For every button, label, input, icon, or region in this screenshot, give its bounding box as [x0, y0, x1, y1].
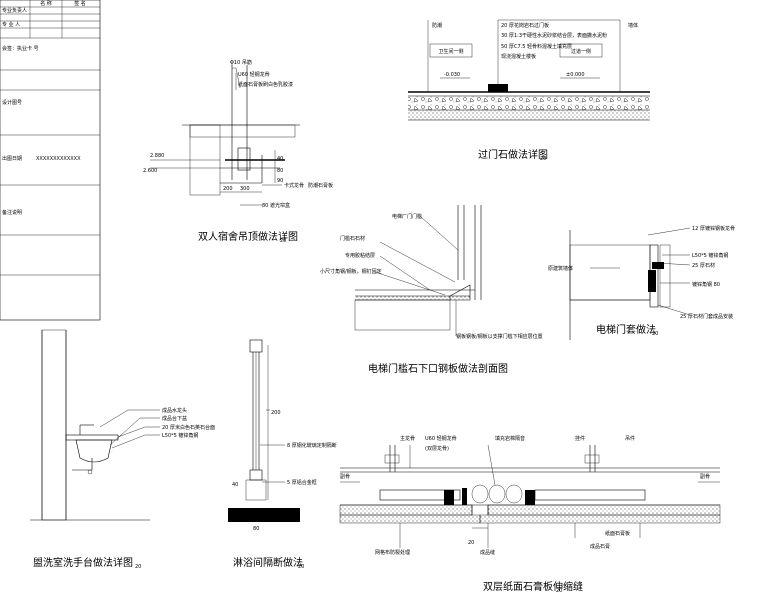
elevator-frame-title: 电梯门套做法 [596, 323, 656, 336]
detail-expansion-joint: 主龙骨 U60 轻钢龙骨 (双层龙骨) 填充岩棉隔音 挂件 吊件 副骨 副骨 网… [339, 435, 721, 594]
threshold-level-2: ±0.000 [566, 72, 585, 78]
expansion-joint-scale: 20 [556, 588, 562, 594]
ceiling-note: 80 遮光帘盒 [262, 202, 290, 209]
frame-note: 原建筑墙体 [548, 265, 573, 272]
wash-basin-scale: 20 [135, 564, 141, 570]
ceiling-dim: 80 [277, 168, 283, 174]
wash-basin-title: 盥洗室洗手台做法详图 [33, 556, 133, 569]
ceiling-dim: 300 [240, 186, 250, 192]
ceiling-level: 2.600 [143, 168, 157, 174]
title-block-code: XXXXXXXXXXXXX [36, 156, 81, 162]
ceiling-level: 2.880 [150, 153, 164, 159]
frame-note: 25 厚石材 [692, 262, 715, 269]
title-block-row: 设计图号 [2, 99, 22, 106]
threshold-scale: 20 [540, 156, 546, 162]
threshold-corridor-side: 过道一侧 [571, 48, 591, 55]
basin-note: 成品水龙头 [162, 407, 187, 414]
joint-note: 纸面石膏板 [605, 530, 630, 537]
sill-note: 钢板钢板/钢板以支撑门槛下相应层位置 [456, 333, 543, 340]
ceiling-dim: 200 [223, 186, 233, 192]
threshold-note: 20 厚花岗岩石过门板 [501, 22, 549, 29]
threshold-note: 30 厚1:3干硬性水泥砂浆结合层，表面撒水泥粉 [501, 32, 607, 39]
shower-dim: 80 [253, 526, 259, 532]
joint-note: 吊件 [625, 435, 635, 442]
joint-note: U60 轻钢龙骨 [425, 435, 457, 442]
detail-ceiling: 2.880 2.600 200 300 40 80 90 Φ10 吊筋 U60 … [143, 59, 333, 244]
elevator-sill-title: 电梯门槛石下口钢板做法剖面图 [368, 362, 508, 375]
shower-partition-title: 淋浴间隔断做法 [233, 556, 303, 569]
sill-note: 小尺寸角钢/钢板，钢钉固定 [320, 268, 382, 275]
shower-note: 5 厚铝合金框 [287, 479, 317, 486]
joint-note: 填充岩棉隔音 [495, 435, 525, 442]
title-block-row: 出图日期 [2, 155, 22, 162]
ceiling-note: Φ10 吊筋 [230, 59, 252, 66]
joint-note: 副骨 [340, 473, 350, 480]
title-block-row: 会签：执业卡 号 [2, 45, 39, 52]
elevator-frame-scale: 20 [652, 331, 658, 337]
joint-note: 挂件 [575, 435, 585, 442]
sill-note: 电梯厂门门槛 [392, 213, 422, 220]
ceiling-note: 卡式龙骨 [284, 182, 304, 189]
basin-note: 20 厚米白色石英石台面 [162, 424, 215, 431]
frame-note: L50*5 镀锌角钢 [692, 252, 728, 259]
title-block-header-sign: 签 名 [74, 0, 86, 7]
title-block: 名 称 签 名 专业负责人 专 业 人 会签：执业卡 号 设计图号 出图日期 X… [0, 0, 101, 321]
title-block-header-name: 名 称 [40, 0, 52, 7]
shower-dim: 200 [271, 410, 281, 416]
joint-note: 副骨 [700, 473, 710, 480]
shower-dim: 40 [232, 482, 238, 488]
ceiling-note: 纸面石膏板刷白色乳胶漆 [238, 81, 293, 88]
title-block-row: 备注说明 [2, 209, 22, 216]
detail-shower-partition: 200 40 80 8 厚钢化玻璃定制隔断 5 厚铝合金框 淋浴间隔断做法 20 [228, 339, 337, 570]
expansion-joint-title: 双层纸面石膏板伸缩缝 [483, 580, 583, 593]
threshold-bathroom-side: 卫生间一侧 [438, 48, 463, 55]
detail-wash-basin: 成品水龙头 成品台下盆 20 厚米白色石英石台面 L50*5 镀锌角钢 盥洗室洗… [30, 329, 215, 570]
ceiling-dim: 40 [277, 156, 283, 162]
basin-note: 成品台下盆 [162, 415, 187, 422]
frame-note: 25 厚石材门套成品安装 [680, 313, 733, 320]
threshold-detail-title: 过门石做法详图 [478, 148, 548, 161]
joint-note: 成品缝 [480, 549, 495, 556]
threshold-label-moisture: 防潮 [432, 22, 442, 29]
detail-threshold: 防潮 墙体 20 厚花岗岩石过门板 30 厚1:3干硬性水泥砂浆结合层，表面撒水… [408, 19, 650, 162]
ceiling-scale: 20 [280, 238, 286, 244]
frame-note: 12 厚镀锌钢板龙骨 [692, 225, 735, 232]
threshold-label-wall: 墙体 [628, 22, 638, 29]
threshold-level-1: -0.030 [444, 72, 460, 78]
sill-note: 专用胶粘结层 [345, 252, 375, 259]
ceiling-note: 防潮石膏板 [308, 182, 333, 189]
ceiling-note: U60 轻钢龙骨 [238, 71, 270, 78]
shower-partition-scale: 20 [298, 564, 304, 570]
detail-elevator-frame: 12 厚镀锌钢板龙骨 L50*5 镀锌角钢 25 厚石材 原建筑墙体 镀锌角钢 … [548, 225, 735, 340]
ceiling-dim: 90 [277, 178, 283, 184]
joint-note: 成品石膏 [590, 543, 610, 550]
joint-note: 主龙骨 [400, 435, 415, 442]
detail-elevator-sill: 电梯厂门门槛 门槛石石材 专用胶粘结层 小尺寸角钢/钢板，钢钉固定 钢板钢板/钢… [320, 205, 543, 375]
ceiling-detail-title: 双人宿舍吊顶做法详图 [198, 230, 298, 243]
joint-dim: 20 [468, 540, 474, 546]
threshold-note: 50 厚C7.5 轻骨料混凝土填充层 [501, 43, 572, 50]
frame-note: 镀锌角钢 80 [692, 281, 720, 288]
joint-note: 网格布防裂处理 [375, 549, 410, 556]
sill-note: 门槛石石材 [340, 235, 365, 242]
title-block-row: 专业负责人 [2, 7, 27, 14]
joint-note: (双层龙骨) [425, 445, 449, 452]
threshold-note: 现浇混凝土楼板 [501, 53, 536, 60]
title-block-row: 专 业 人 [2, 21, 20, 28]
basin-note: L50*5 镀锌角钢 [162, 432, 198, 439]
shower-note: 8 厚钢化玻璃定制隔断 [287, 442, 337, 449]
